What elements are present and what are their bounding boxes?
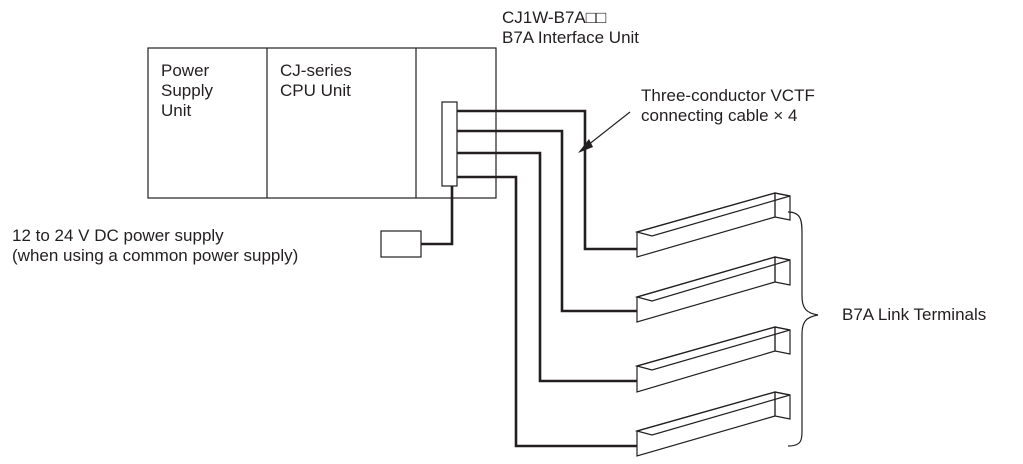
b7a-terminal-4 [634, 391, 791, 457]
power-supply-label-line1: Power [161, 61, 210, 80]
dc-power-box [380, 230, 422, 258]
dc-power-label-line1: 12 to 24 V DC power supply [12, 226, 224, 245]
cable-1 [457, 109, 637, 251]
interface-unit-model: CJ1W-B7A□□ [502, 8, 606, 27]
plc-rack: Power Supply Unit CJ-series CPU Unit [147, 47, 497, 199]
rack-outline [147, 47, 497, 199]
dc-power-label-line2: (when using a common power supply) [12, 246, 298, 265]
cable-3 [457, 151, 637, 383]
cpu-unit-label-line1: CJ-series [280, 61, 352, 80]
b7a-terminal-3 [634, 326, 791, 393]
interface-unit-name: B7A Interface Unit [502, 28, 639, 47]
cable-4 [457, 175, 637, 448]
dc-power-supply [380, 186, 454, 258]
cpu-unit-label-line2: CPU Unit [280, 81, 351, 100]
power-supply-label-line3: Unit [161, 101, 192, 120]
interface-connector [441, 101, 458, 187]
terminals-brace [787, 211, 819, 447]
cable-2 [457, 129, 637, 313]
cable-label-line1: Three-conductor VCTF [641, 86, 815, 105]
power-supply-label-line2: Supply [161, 81, 213, 100]
b7a-terminal-1 [634, 192, 791, 258]
b7a-terminal-2 [634, 256, 791, 323]
cable-label-line2: connecting cable × 4 [641, 106, 797, 125]
vctf-cables [457, 109, 637, 448]
terminals-label: B7A Link Terminals [842, 305, 986, 324]
dc-power-wire [421, 186, 454, 246]
